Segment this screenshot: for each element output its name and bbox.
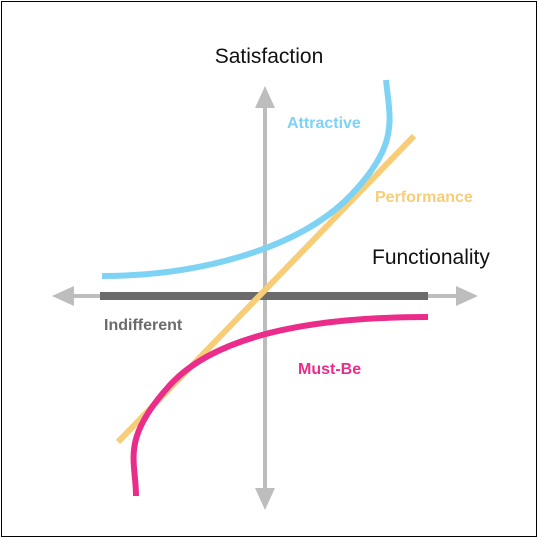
performance-label: Performance	[375, 189, 473, 206]
horizontal-axis-right-arrow	[456, 286, 478, 306]
must-be-curve	[130, 314, 429, 497]
vertical-axis-down-arrow	[255, 488, 275, 510]
indifferent-label: Indifferent	[104, 317, 183, 334]
satisfaction-axis-label: Satisfaction	[215, 45, 324, 68]
functionality-axis-label: Functionality	[372, 246, 490, 269]
attractive-label: Attractive	[287, 115, 361, 132]
horizontal-axis-left-arrow	[52, 286, 74, 306]
must-be-label: Must-Be	[298, 361, 361, 378]
attractive-curve	[101, 79, 393, 279]
vertical-axis-up-arrow	[255, 86, 275, 108]
